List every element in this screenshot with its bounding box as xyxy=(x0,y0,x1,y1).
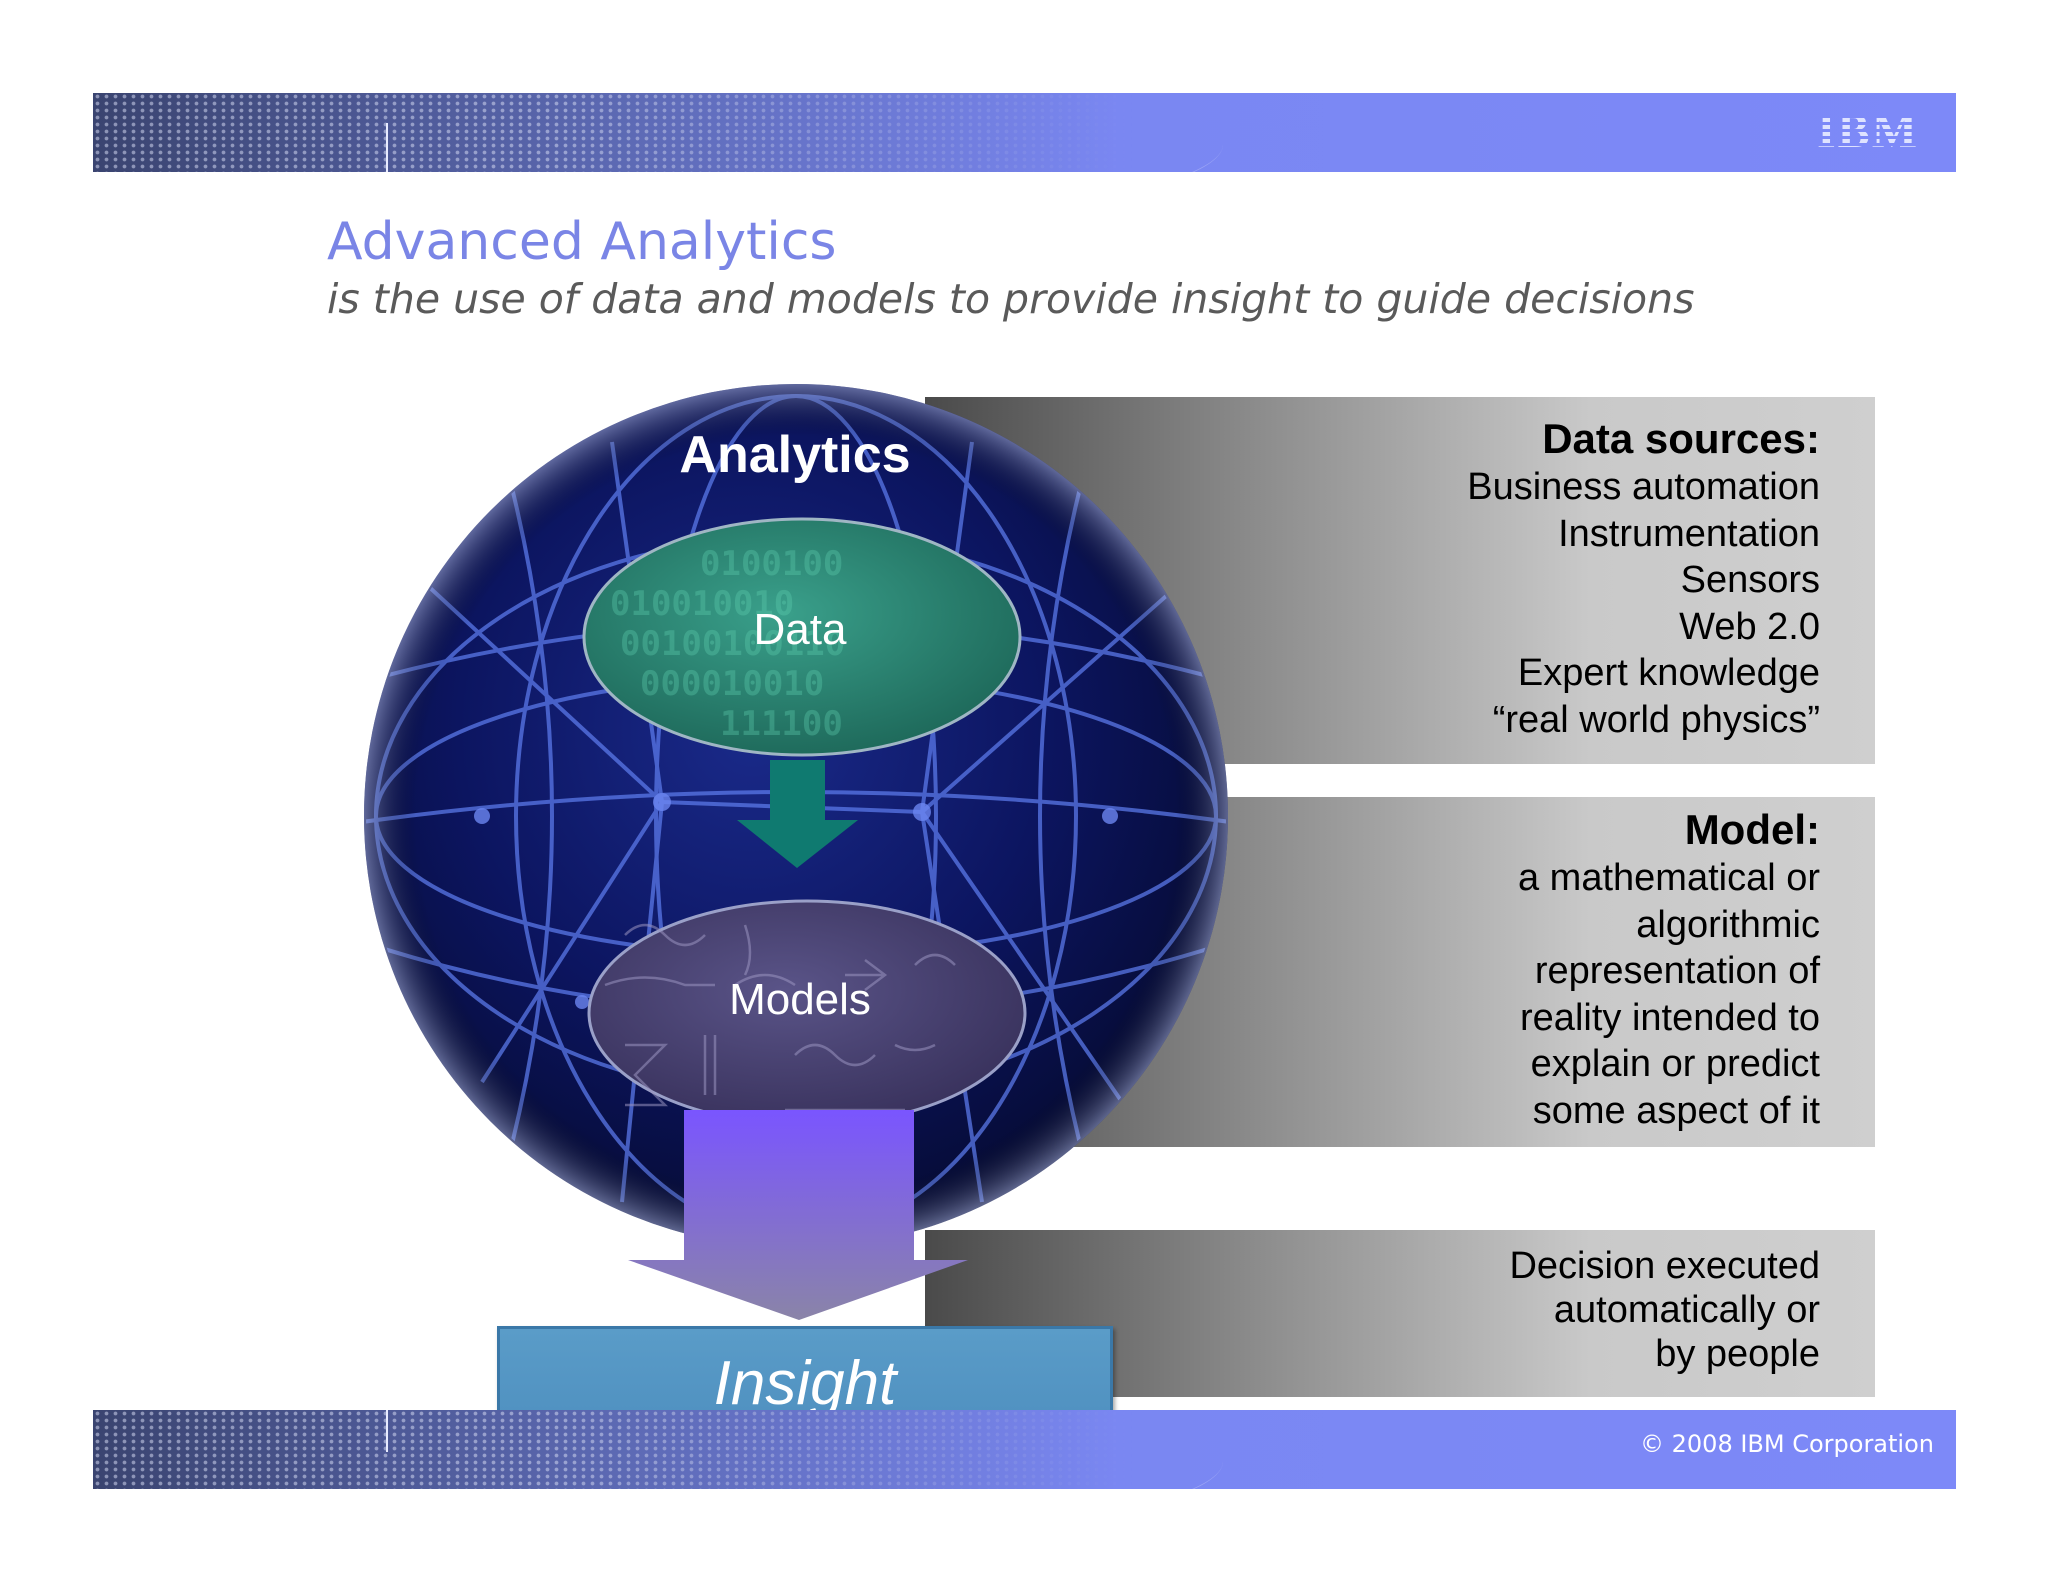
ibm-logo: IBM xyxy=(1817,105,1919,158)
model-text: Model: a mathematical or algorithmic rep… xyxy=(1518,805,1820,1134)
data-sources-item: Sensors xyxy=(1680,559,1820,601)
data-sources-item: Expert knowledge xyxy=(1517,652,1820,694)
model-line: explain or predict xyxy=(1530,1043,1820,1085)
header-band xyxy=(93,93,1956,172)
model-heading: Model: xyxy=(1684,806,1820,853)
decision-line: by people xyxy=(1655,1333,1820,1375)
page-subtitle: is the use of data and models to provide… xyxy=(327,275,1695,323)
svg-text:000010010: 000010010 xyxy=(640,664,824,704)
model-line: representation of xyxy=(1534,950,1820,992)
model-line: some aspect of it xyxy=(1532,1089,1820,1132)
model-line: algorithmic xyxy=(1636,903,1820,946)
models-label: Models xyxy=(729,975,871,1024)
data-ellipse-graphic: 0100100 010010010 00100100110 000010010 … xyxy=(582,517,1022,757)
models-ellipse-graphic xyxy=(587,899,1027,1127)
data-sources-text: Data sources: Business automation Instru… xyxy=(1467,414,1820,743)
data-sources-item: Web 2.0 xyxy=(1679,605,1820,648)
copyright-text: © 2008 IBM Corporation xyxy=(1640,1430,1934,1458)
header-divider xyxy=(386,123,388,172)
header-sweep xyxy=(93,93,1223,172)
insight-label: Insight xyxy=(713,1348,897,1418)
svg-text:010010010: 010010010 xyxy=(610,584,794,624)
data-label: Data xyxy=(753,605,847,654)
footer-sweep xyxy=(93,1410,1223,1489)
model-line: reality intended to xyxy=(1520,996,1820,1039)
footer-band xyxy=(93,1410,1956,1489)
decision-line: automatically or xyxy=(1553,1289,1820,1331)
decision-text: Decision executed automatically or by pe… xyxy=(1509,1244,1820,1376)
page-title: Advanced Analytics xyxy=(327,212,837,272)
decision-line: Decision executed xyxy=(1509,1245,1820,1287)
data-sources-item: Instrumentation xyxy=(1558,512,1820,555)
models-ellipse xyxy=(585,895,1030,1130)
data-sources-item: “real world physics” xyxy=(1492,698,1820,741)
analytics-label: Analytics xyxy=(679,426,911,484)
data-sources-heading: Data sources: xyxy=(1542,415,1820,462)
svg-text:0100100: 0100100 xyxy=(700,544,843,584)
binary-texture: 0100100 010010010 00100100110 000010010 … xyxy=(610,544,845,744)
data-to-models-arrow xyxy=(735,760,860,870)
data-ellipse: 0100100 010010010 00100100110 000010010 … xyxy=(580,515,1025,760)
model-line: a mathematical or xyxy=(1517,857,1820,899)
data-sources-item: Business automation xyxy=(1467,466,1820,508)
svg-text:00100100110: 00100100110 xyxy=(620,624,845,664)
svg-text:111100: 111100 xyxy=(720,704,843,744)
models-to-insight-arrow xyxy=(628,1110,968,1320)
footer-divider xyxy=(386,1410,388,1452)
